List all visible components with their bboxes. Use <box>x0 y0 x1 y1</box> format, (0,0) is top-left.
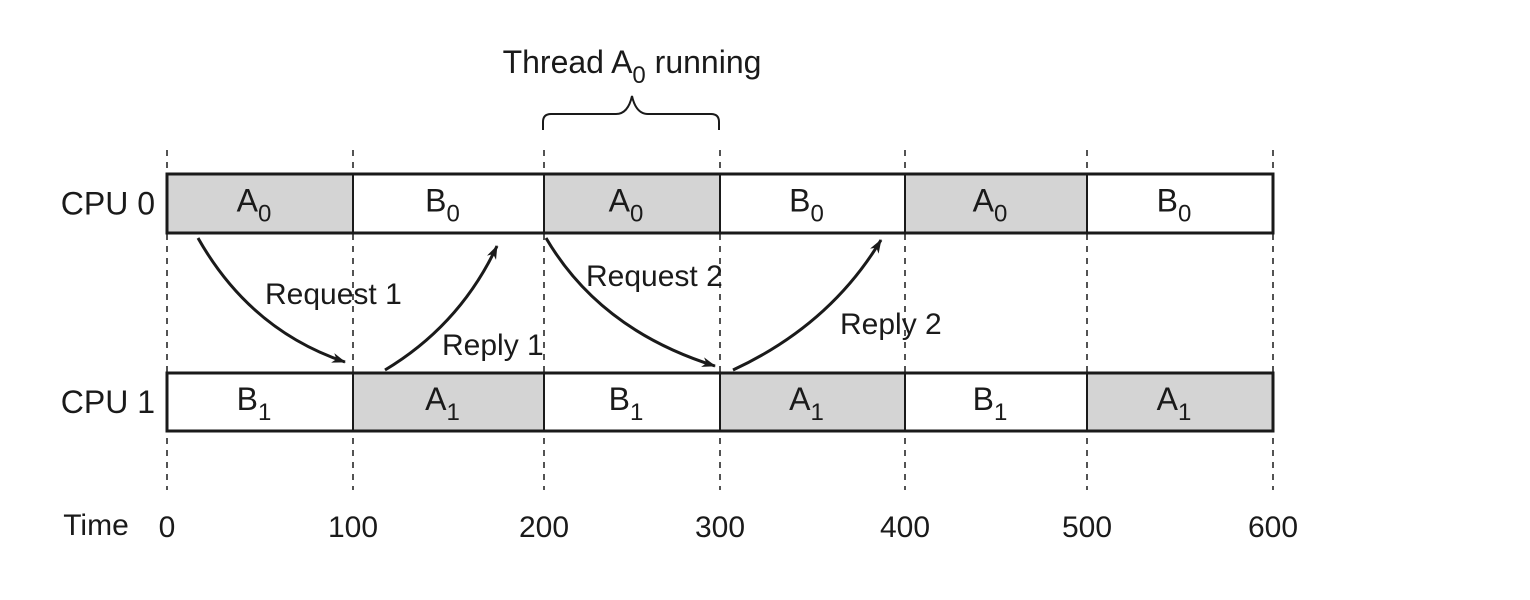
brace-label: Thread A0 running <box>503 44 762 89</box>
thread-block-label: A1 <box>425 381 460 426</box>
time-tick-label: 200 <box>519 511 569 544</box>
thread-block-label: B1 <box>237 381 272 426</box>
cpu-row: CPU 0 A0 B0 A0 B0 A0 B0 <box>61 172 1275 235</box>
thread-block: A1 <box>353 373 544 431</box>
thread-block-label: A0 <box>237 183 272 228</box>
message-arrow: Request 2 <box>544 237 723 368</box>
cpu-label: CPU 0 <box>61 186 155 222</box>
time-tick-label: 100 <box>328 511 378 544</box>
cpu-label: CPU 1 <box>61 384 155 420</box>
thread-block: A1 <box>720 373 905 431</box>
message-arrow-path <box>732 239 883 372</box>
thread-block-label: B1 <box>609 381 644 426</box>
time-tick-label: 300 <box>695 511 745 544</box>
thread-brace <box>542 95 720 130</box>
thread-block: B1 <box>167 373 353 431</box>
message-arrows: Request 1 Reply 1 Request 2 Reply 2 <box>196 237 942 372</box>
thread-block-fill <box>720 174 905 233</box>
time-tick-label: 500 <box>1062 511 1112 544</box>
time-axis-label: Time <box>63 509 129 542</box>
cpu-row: CPU 1 B1 A1 B1 A1 B1 A1 <box>61 371 1275 433</box>
thread-block: B0 <box>353 174 544 233</box>
message-arrow-label: Request 1 <box>265 278 402 311</box>
thread-block-fill <box>167 174 353 233</box>
time-axis: Time 0 100 200 300 400 500 600 <box>63 509 1298 544</box>
thread-block-fill <box>1087 373 1273 431</box>
thread-block-fill <box>720 373 905 431</box>
thread-block: B1 <box>905 373 1087 431</box>
time-tick-label: 0 <box>159 511 176 544</box>
thread-block: B1 <box>544 373 720 431</box>
message-arrow: Reply 1 <box>384 245 544 372</box>
thread-block-label: B0 <box>1157 183 1192 228</box>
thread-block: B0 <box>720 174 905 233</box>
message-arrow-label: Reply 1 <box>442 329 544 362</box>
thread-block-label: A1 <box>789 381 824 426</box>
thread-block-fill <box>353 373 544 431</box>
thread-block: A0 <box>544 174 720 233</box>
message-arrow: Reply 2 <box>732 239 942 372</box>
thread-block-label: A0 <box>973 183 1008 228</box>
message-arrow-path <box>196 237 346 364</box>
thread-block-label: A1 <box>1157 381 1192 426</box>
message-arrow: Request 1 <box>196 237 402 364</box>
thread-block-label: A0 <box>609 183 644 228</box>
thread-block-fill <box>905 174 1087 233</box>
thread-block: B0 <box>1087 174 1273 233</box>
thread-block-fill <box>167 373 353 431</box>
thread-block-fill <box>905 373 1087 431</box>
thread-block-label: B0 <box>425 183 460 228</box>
time-tick-label: 400 <box>880 511 930 544</box>
thread-block: A0 <box>167 174 353 233</box>
message-arrow-path <box>384 245 499 372</box>
thread-block-fill <box>544 373 720 431</box>
thread-block-fill <box>1087 174 1273 233</box>
thread-block-fill <box>544 174 720 233</box>
thread-block-label: B1 <box>973 381 1008 426</box>
thread-block-label: B0 <box>789 183 824 228</box>
message-arrow-path <box>544 237 716 368</box>
message-arrow-label: Reply 2 <box>840 308 942 341</box>
thread-block: A0 <box>905 174 1087 233</box>
time-gridlines <box>166 150 1274 490</box>
thread-block-fill <box>353 174 544 233</box>
message-arrow-label: Request 2 <box>586 260 723 293</box>
time-tick-label: 600 <box>1248 511 1298 544</box>
thread-block: A1 <box>1087 373 1273 431</box>
